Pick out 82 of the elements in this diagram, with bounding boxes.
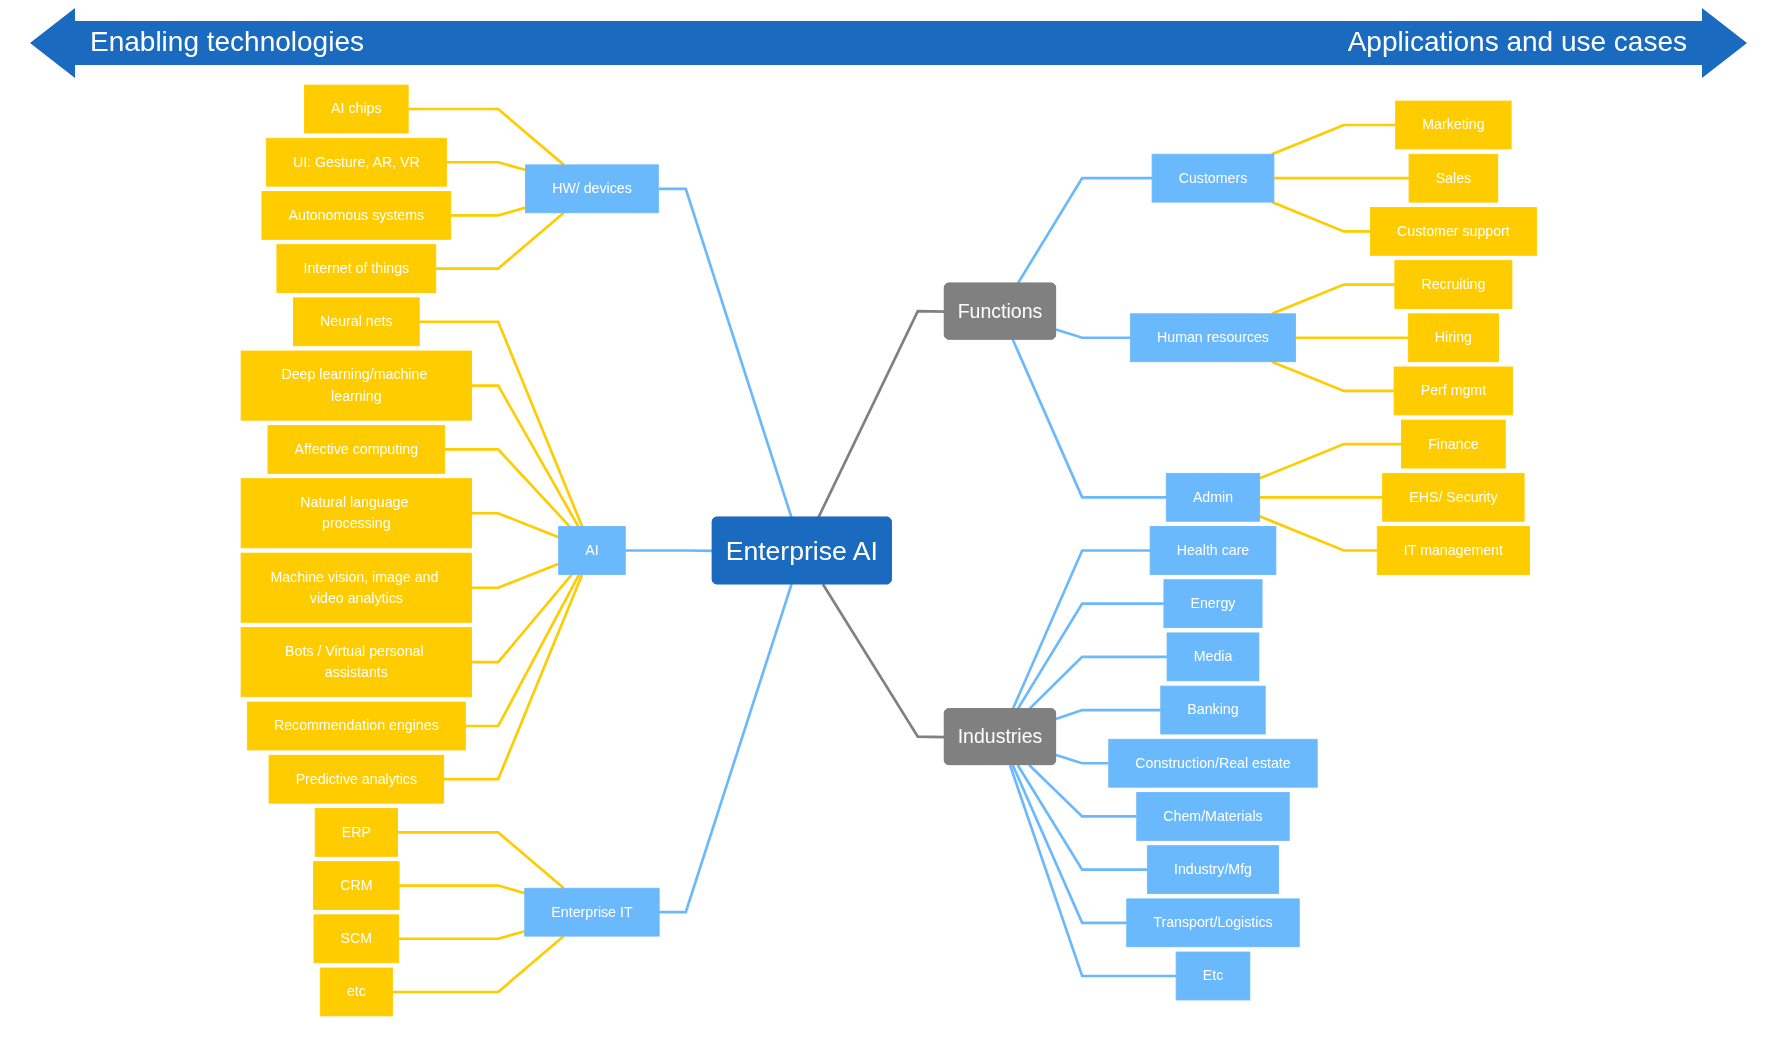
node-box: CRM (312, 861, 400, 910)
node-box: Customers (1151, 153, 1275, 203)
connector (1258, 515, 1377, 552)
connector (418, 320, 584, 528)
node-box: Internet of things (276, 244, 436, 293)
node-box: Marketing (1395, 100, 1512, 150)
node-box: Sales (1408, 153, 1498, 203)
node-box: SCM (313, 914, 399, 964)
connector (450, 206, 526, 217)
node-box: Neural nets (292, 297, 420, 347)
node-box: EHS/ Security (1381, 472, 1525, 522)
arrow-label: Enabling technologies (90, 26, 364, 58)
node-box: Transport/Logistics (1126, 898, 1300, 948)
connector (1295, 336, 1409, 340)
connector (1008, 764, 1176, 978)
node-box: Deep learning/machine learning (240, 350, 472, 421)
connector (1271, 200, 1371, 233)
connector (1271, 123, 1396, 156)
node-box: Hiring (1407, 313, 1499, 363)
connector (398, 884, 525, 895)
connector (444, 448, 571, 528)
node-box: Health care (1149, 526, 1277, 575)
node-box: Perf mgmt (1393, 366, 1513, 416)
connector (821, 583, 945, 739)
connector (471, 573, 573, 664)
connector (446, 160, 526, 172)
node-box: Energy (1163, 579, 1263, 629)
node-box: UI: Gesture, AR, VR (265, 137, 447, 187)
connector (397, 831, 565, 890)
node-box: Predictive analytics (268, 754, 444, 804)
node-box: Bots / Virtual personal assistants (240, 627, 472, 698)
node-box: Banking (1160, 685, 1266, 735)
node-box: Natural language processing (240, 478, 472, 549)
connector (443, 573, 584, 781)
connector (1016, 176, 1152, 285)
connector (1273, 176, 1409, 180)
connector (1055, 753, 1109, 765)
node-box: Recruiting (1394, 260, 1513, 309)
connector (1011, 338, 1167, 499)
node-box: Customer support (1369, 207, 1537, 256)
node-box: AI chips (303, 84, 409, 134)
connector (407, 107, 565, 166)
connector (1016, 602, 1164, 710)
connector (1258, 442, 1402, 480)
node-box: Etc (1175, 951, 1251, 1001)
connector (658, 583, 793, 914)
connector (471, 384, 580, 528)
node-box: Autonomous systems (261, 191, 451, 240)
connector (658, 187, 793, 519)
connector (816, 309, 945, 519)
node-box: Admin (1165, 472, 1260, 522)
node-box: ERP (314, 808, 398, 857)
connector (1055, 708, 1161, 721)
node-box: Machine vision, image and video analytics (240, 552, 472, 623)
node-box: HW/ devices (524, 164, 659, 214)
node-box: Finance (1400, 419, 1506, 469)
connector (1271, 360, 1394, 393)
connector (1055, 328, 1131, 340)
connector (398, 929, 525, 941)
node-box: Industry/Mfg (1146, 845, 1279, 894)
node-box: Construction/Real estate (1108, 738, 1318, 788)
connector (1028, 764, 1137, 818)
connector (435, 211, 565, 270)
connector (1011, 549, 1150, 710)
arrow-label: Applications and use cases (1347, 26, 1687, 58)
connector (471, 562, 559, 590)
connector (1011, 764, 1127, 925)
connector (625, 549, 713, 553)
connector (471, 511, 559, 539)
node-box: Media (1166, 632, 1260, 682)
connector (1259, 495, 1383, 499)
node-box: IT management (1376, 526, 1530, 575)
connector (392, 935, 565, 994)
connector (465, 573, 581, 728)
node-box: Enterprise IT (524, 887, 660, 937)
connector (1016, 764, 1148, 871)
node-box: Recommendation engines (246, 701, 466, 751)
node-box: Human resources (1129, 313, 1296, 363)
node-box: Affective computing (267, 425, 445, 474)
node-box: Chem/Materials (1136, 792, 1290, 841)
node-box: AI (558, 526, 626, 575)
node-box: etc (319, 967, 393, 1017)
